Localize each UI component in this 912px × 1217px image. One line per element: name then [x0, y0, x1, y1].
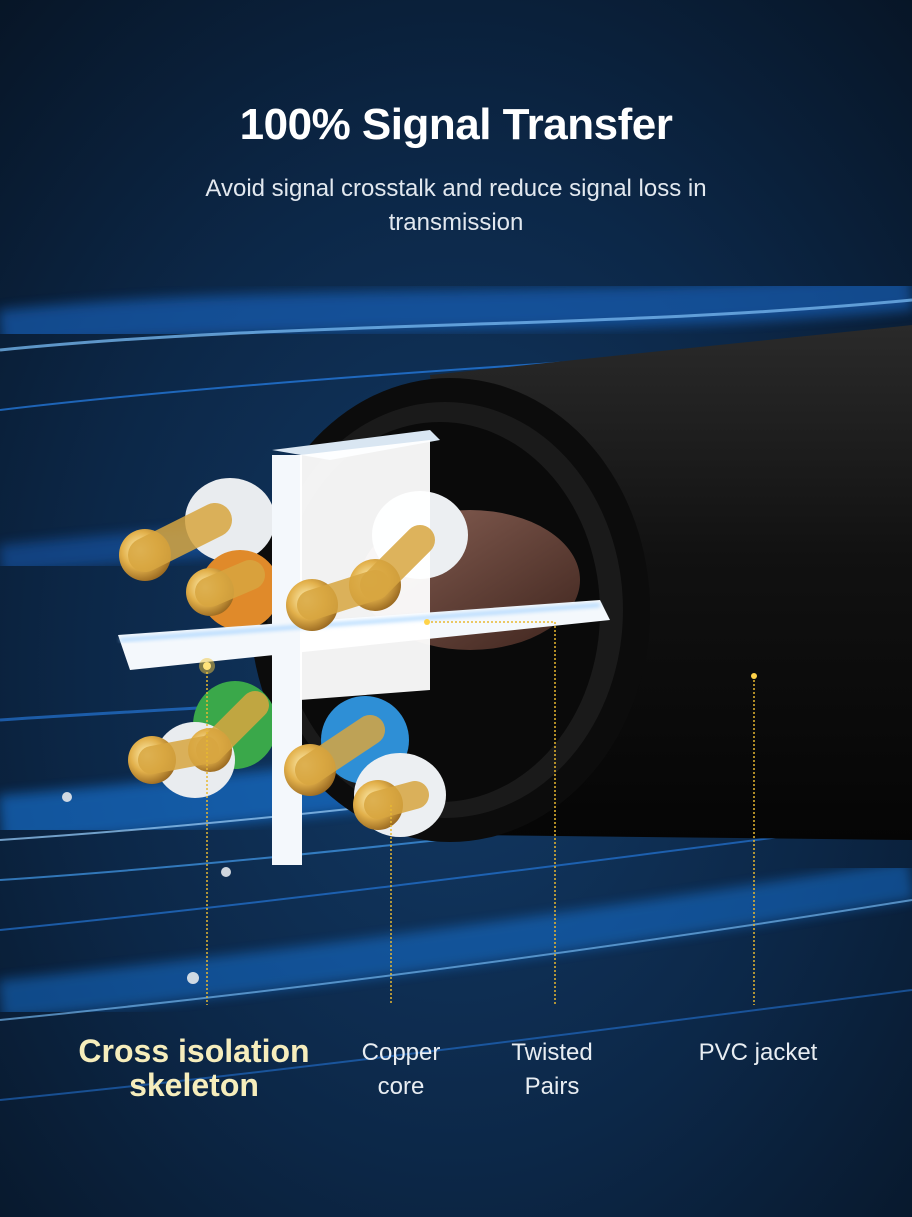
label-twisted-pairs: Twisted Pairs — [511, 1039, 593, 1100]
page-title: 100% Signal Transfer — [239, 100, 673, 149]
label-pvc-jacket: PVC jacket — [698, 1039, 818, 1066]
callout-lines — [206, 621, 755, 1005]
label-copper-core: Copper core — [361, 1039, 441, 1100]
subtitle: Avoid signal crosstalk and reduce signal… — [205, 175, 707, 236]
label-cross-isolation-skeleton: Cross isolation skeleton — [78, 1033, 310, 1103]
copper-strand-bundle — [119, 503, 435, 830]
